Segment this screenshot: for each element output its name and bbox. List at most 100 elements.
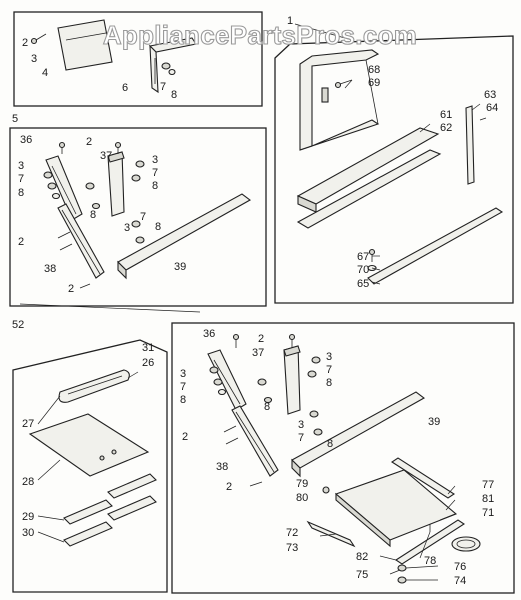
callout: 37 <box>100 150 112 162</box>
callout: 8 <box>90 209 96 221</box>
callout: 52 <box>12 319 24 331</box>
callout: 65 <box>357 278 369 290</box>
callout: 31 <box>142 342 154 354</box>
panel-accessories <box>12 339 168 593</box>
callout: 7 <box>298 432 304 444</box>
callout: 27 <box>22 418 34 430</box>
callout: 76 <box>454 561 466 573</box>
callout: 2 <box>68 283 74 295</box>
callout: 2 <box>18 236 24 248</box>
callout: 3 <box>298 419 304 431</box>
callout: 7 <box>326 364 332 376</box>
part-71-strip <box>394 519 466 565</box>
callout: 71 <box>482 507 494 519</box>
callout: 8 <box>327 438 333 450</box>
callout: 8 <box>180 394 186 406</box>
part-62-strip <box>296 149 442 229</box>
part-39-rail-right <box>291 391 426 478</box>
callout: 8 <box>155 221 161 233</box>
hardware-left-kit <box>43 141 145 289</box>
callout: 7 <box>180 381 186 393</box>
part-6-bracket <box>148 37 197 94</box>
panel-top-right <box>274 35 514 304</box>
callout: 81 <box>482 493 494 505</box>
callout: 37 <box>252 347 264 359</box>
callout-labels: 2 3 4 5 6 7 8 1 68 69 63 64 61 62 67 70 … <box>12 15 498 587</box>
part-27-seal <box>58 369 130 403</box>
callout: 80 <box>296 492 308 504</box>
callout: 74 <box>454 575 466 587</box>
callout: 3 <box>180 368 186 380</box>
part-28-panel <box>28 413 150 477</box>
panel-left-kit <box>9 127 267 307</box>
part-29-30-strips <box>63 473 157 547</box>
callout: 28 <box>22 476 34 488</box>
part-4-plate <box>57 19 113 71</box>
callout: 7 <box>152 167 158 179</box>
callout: 69 <box>368 77 380 89</box>
callout: 2 <box>226 481 232 493</box>
callout: 29 <box>22 511 34 523</box>
callout: 73 <box>286 542 298 554</box>
callout: 75 <box>356 569 368 581</box>
part-65-rail <box>367 207 504 285</box>
callout: 8 <box>18 187 24 199</box>
callout: 7 <box>160 81 166 93</box>
panel-bottom-kit <box>171 322 515 594</box>
callout: 39 <box>428 416 440 428</box>
part-37-handle-right <box>283 345 301 415</box>
callout: 78 <box>424 555 436 567</box>
callout: 61 <box>440 109 452 121</box>
callout: 7 <box>18 173 24 185</box>
callout: 5 <box>12 113 18 125</box>
callout: 63 <box>484 89 496 101</box>
part-72-73-strip <box>306 520 356 548</box>
callout: 3 <box>326 351 332 363</box>
part-68-69-screw <box>334 79 353 89</box>
part-61-rail <box>296 127 440 213</box>
part-77-rail <box>390 457 456 499</box>
part-76-coil <box>451 536 481 552</box>
part-1-frame <box>299 49 380 151</box>
part-79-shelf <box>334 469 458 548</box>
callout: 79 <box>296 478 308 490</box>
callout: 36 <box>203 328 215 340</box>
hardware-right-kit <box>209 333 323 487</box>
callout: 62 <box>440 122 452 134</box>
callout: 3 <box>152 154 158 166</box>
callout: 38 <box>44 263 56 275</box>
part-39-rail-left <box>117 193 252 280</box>
callout: 2 <box>86 136 92 148</box>
callout: 2 <box>182 431 188 443</box>
callout: 7 <box>140 211 146 223</box>
panel-top-left <box>13 11 263 107</box>
hardware-bottom-right <box>322 486 431 584</box>
part-63-64-post <box>465 105 487 185</box>
watermark-text: AppliancePartsPros.com <box>103 20 417 50</box>
callout: 64 <box>486 102 498 114</box>
callout: 3 <box>18 160 24 172</box>
part-38-rail-right <box>231 405 279 477</box>
callout: 38 <box>216 461 228 473</box>
callout: 8 <box>326 377 332 389</box>
callout: 68 <box>368 64 380 76</box>
callout: 26 <box>142 357 154 369</box>
callout: 39 <box>174 261 186 273</box>
callout: 72 <box>286 527 298 539</box>
part-2-screw-top <box>30 33 47 45</box>
callout: 2 <box>22 37 28 49</box>
callout: 2 <box>258 333 264 345</box>
callout: 77 <box>482 479 494 491</box>
part-38-rail-left <box>57 203 105 279</box>
callout: 70 <box>357 264 369 276</box>
part-7-8-hardware-top <box>161 62 176 76</box>
callout: 8 <box>152 180 158 192</box>
callout: 1 <box>287 15 293 27</box>
callout: 3 <box>124 222 130 234</box>
part-36-bracket-right <box>207 349 247 411</box>
callout: 3 <box>31 53 37 65</box>
callout: 36 <box>20 134 32 146</box>
part-36-bracket-left <box>45 155 83 221</box>
callout: 4 <box>42 67 48 79</box>
callout: 67 <box>357 251 369 263</box>
